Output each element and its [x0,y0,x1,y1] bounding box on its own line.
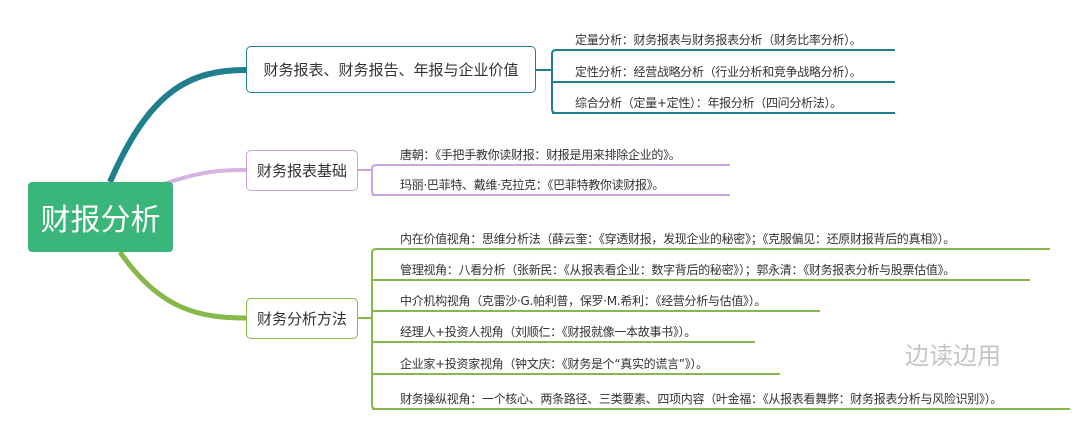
leaf-node[interactable]: 企业家+投资家视角（钟文庆：《财务是个“真实的谎言”》）。 [400,357,708,371]
leaf-lines [358,49,1070,410]
leaf-node[interactable]: 玛丽·巴菲特、戴维·克拉克：《巴菲特教你读财报》。 [400,178,665,192]
leaf-node[interactable]: 财务操纵视角：一个核心、两条路径、三类要素、四项内容（叶金福：《从报表看舞弊：财… [400,392,1003,406]
root-node[interactable]: 财报分析 [28,182,173,252]
bracket-line [371,169,377,196]
branch-node-financial-reports[interactable]: 财务报表、财务报告、年报与企业价值 [246,46,536,93]
leaf-node[interactable]: 中介机构视角（克雷沙·G.帕利普，保罗·M.希利：《经营分析与估值》）。 [400,294,767,308]
leaf-node[interactable]: 管理视角：八看分析（张新民：《从报表看企业：数字背后的秘密》）；郭永清：《财务报… [400,263,956,277]
branch-node-statement-basics[interactable]: 财务报表基础 [246,150,358,191]
bracket-line [551,54,557,114]
leaf-node[interactable]: 唐朝：《手把手教你读财报：财报是用来排除企业的》。 [400,148,681,162]
watermark: 边读边用 [905,342,1001,370]
branch-node-analysis-methods[interactable]: 财务分析方法 [246,298,358,339]
leaf-node[interactable]: 定性分析：经营战略分析（行业分析和竞争战略分析）。 [575,65,862,79]
bracket-line [371,253,377,410]
leaf-underline [371,248,1050,254]
leaf-underline [551,49,895,55]
connector-branch-1 [107,67,247,184]
leaf-node[interactable]: 经理人+投资人视角（刘顺仁：《财报就像一本故事书》）。 [400,325,696,339]
leaf-node[interactable]: 定量分析：财务报表与财务报表分析（财务比率分析）。 [575,33,862,47]
leaf-node[interactable]: 内在价值视角：思维分析法（薛云奎：《穿透财报，发现企业的秘密》；《克服偏见：还原… [400,232,956,246]
connector-branch-2 [159,168,247,187]
leaf-node[interactable]: 综合分析（定量+定性）：年报分析（四问分析法）。 [575,96,842,110]
leaf-underline [371,164,730,170]
connector-branch-3 [117,250,247,321]
